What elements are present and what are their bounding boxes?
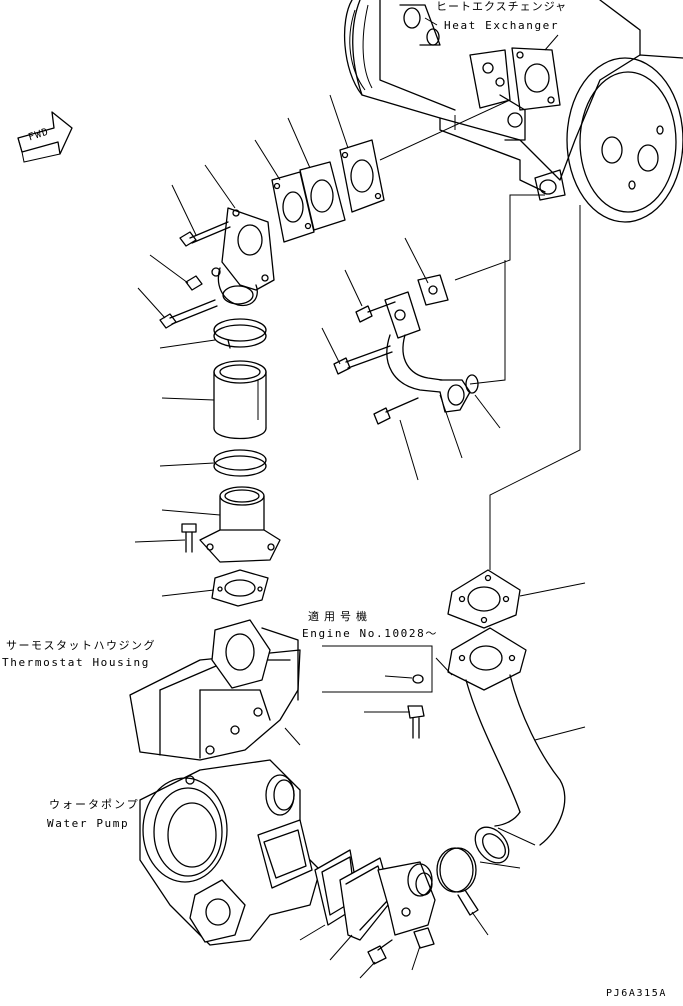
water-pump-label: Water Pump bbox=[47, 817, 130, 830]
bypass-pipe bbox=[384, 274, 479, 413]
hose-clamp bbox=[213, 318, 267, 349]
thermostat-housing-label: Thermostat Housing bbox=[2, 656, 151, 669]
hose-clamp bbox=[213, 449, 267, 477]
gasket bbox=[447, 569, 521, 629]
bolt bbox=[373, 397, 419, 425]
bolt bbox=[159, 299, 218, 329]
water-pump-label-jp: ウォータポンプ bbox=[49, 798, 140, 811]
heat-exchanger bbox=[344, 0, 683, 223]
bolt bbox=[181, 523, 197, 553]
thermostat-housing-label-jp: サーモスタットハウジング bbox=[6, 639, 156, 652]
plug bbox=[413, 927, 435, 949]
bolt bbox=[179, 221, 231, 247]
rubber-hose bbox=[213, 360, 267, 440]
fwd-arrow-icon bbox=[17, 111, 73, 163]
water-pipe bbox=[447, 627, 566, 869]
elbow-fitting bbox=[217, 207, 275, 307]
outlet-elbow bbox=[339, 857, 436, 941]
figure-code: PJ6A315A bbox=[606, 988, 667, 999]
bolt bbox=[355, 301, 396, 323]
callout-leaders bbox=[134, 94, 586, 979]
water-pump bbox=[139, 759, 321, 946]
thermostat-housing bbox=[129, 619, 301, 761]
bolt bbox=[367, 939, 393, 965]
bolt bbox=[333, 345, 393, 375]
heat-exchanger-label-jp: ヒートエクスチェンジャ bbox=[436, 0, 568, 13]
bolt bbox=[185, 267, 221, 291]
engine-no-bracket bbox=[322, 645, 433, 693]
thermostat-cover bbox=[199, 486, 281, 563]
heat-exchanger-label: Heat Exchanger bbox=[444, 19, 560, 32]
gasket bbox=[211, 569, 269, 607]
bolt bbox=[407, 705, 425, 739]
hose-clamp bbox=[436, 847, 479, 916]
applicable-serial-label-jp: 適用号機 bbox=[308, 610, 372, 623]
gasket-stack bbox=[271, 99, 511, 243]
engine-number-label: Engine No.10028～ bbox=[302, 627, 438, 640]
